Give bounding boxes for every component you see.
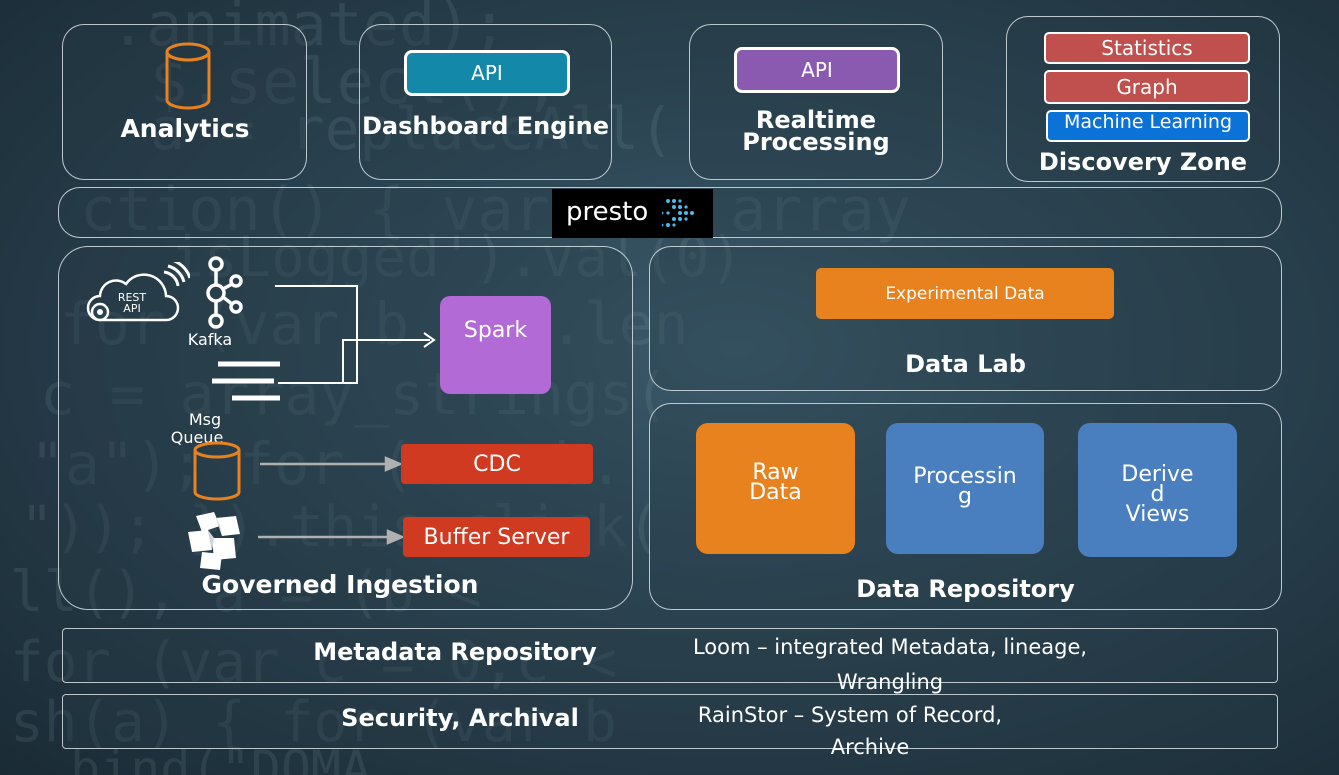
raw-data-box: Raw Data bbox=[696, 423, 855, 554]
analytics-label: Analytics bbox=[120, 114, 250, 143]
dashboard-engine-label: Dashboard Engine bbox=[362, 112, 609, 140]
metadata-desc-line2: Wrangling bbox=[836, 670, 944, 694]
metadata-desc-line1: Loom – integrated Metadata, lineage, bbox=[692, 635, 1088, 659]
experimental-data-box: Experimental Data bbox=[816, 268, 1114, 319]
kafka-label: Kafka bbox=[187, 330, 233, 349]
msg-queue-label-line1: Msg bbox=[188, 410, 222, 429]
kafka-icon bbox=[206, 256, 243, 329]
statistics-box: Statistics bbox=[1044, 32, 1250, 64]
database-icon bbox=[165, 42, 211, 110]
spark-box: Spark bbox=[440, 296, 551, 394]
derived-views-box: Derive d Views bbox=[1078, 423, 1237, 557]
machine-learning-box: Machine Learning bbox=[1046, 110, 1250, 142]
rest-label-line1: REST bbox=[117, 291, 147, 304]
discovery-zone-label: Discovery Zone bbox=[1038, 148, 1248, 176]
presto-dots-icon bbox=[662, 199, 694, 227]
data-repository-label: Data Repository bbox=[856, 575, 1075, 603]
metadata-repository-bar bbox=[62, 628, 1278, 683]
rest-api-cloud-icon bbox=[86, 262, 190, 322]
cdc-box: CDC bbox=[401, 444, 593, 484]
raw-data-label-line2: Data bbox=[749, 480, 802, 505]
buffer-server-box: Buffer Server bbox=[403, 517, 590, 557]
security-archival-label: Security, Archival bbox=[341, 704, 579, 732]
presto-text: presto bbox=[566, 197, 649, 227]
processing-label-line1: Processin bbox=[913, 464, 1017, 489]
cdc-database-icon bbox=[193, 441, 241, 501]
realtime-label-line1: Realtime bbox=[755, 106, 877, 134]
security-desc-line2: Archive bbox=[830, 735, 910, 759]
presto-logo: presto bbox=[552, 189, 713, 238]
derived-views-label-line1: Derive bbox=[1121, 462, 1194, 487]
processing-box: Processin g bbox=[886, 423, 1044, 554]
rest-label-line2: API bbox=[123, 302, 141, 315]
derived-views-label-line3: Views bbox=[1125, 502, 1190, 527]
realtime-api-box: API bbox=[734, 47, 900, 93]
ingestion-connectors bbox=[258, 285, 436, 545]
analytics-panel bbox=[62, 24, 307, 180]
dashboard-api-box: API bbox=[404, 50, 570, 96]
realtime-label-line2: Processing bbox=[742, 128, 890, 156]
metadata-repository-label: Metadata Repository bbox=[313, 638, 597, 666]
security-archival-bar bbox=[62, 694, 1278, 749]
data-lab-label: Data Lab bbox=[905, 350, 1026, 378]
processing-label-line2: g bbox=[958, 484, 972, 509]
graph-box: Graph bbox=[1044, 70, 1250, 104]
governed-ingestion-label: Governed Ingestion bbox=[201, 570, 479, 599]
derived-views-label-line2: d bbox=[1150, 482, 1165, 507]
security-desc-line1: RainStor – System of Record, bbox=[697, 703, 1003, 727]
buffer-server-icon bbox=[188, 512, 240, 570]
message-queue-icon bbox=[212, 361, 280, 401]
spark-label: Spark bbox=[463, 318, 528, 343]
raw-data-label-line1: Raw bbox=[752, 460, 799, 485]
machine-learning-label: Machine Learning bbox=[1063, 111, 1233, 133]
